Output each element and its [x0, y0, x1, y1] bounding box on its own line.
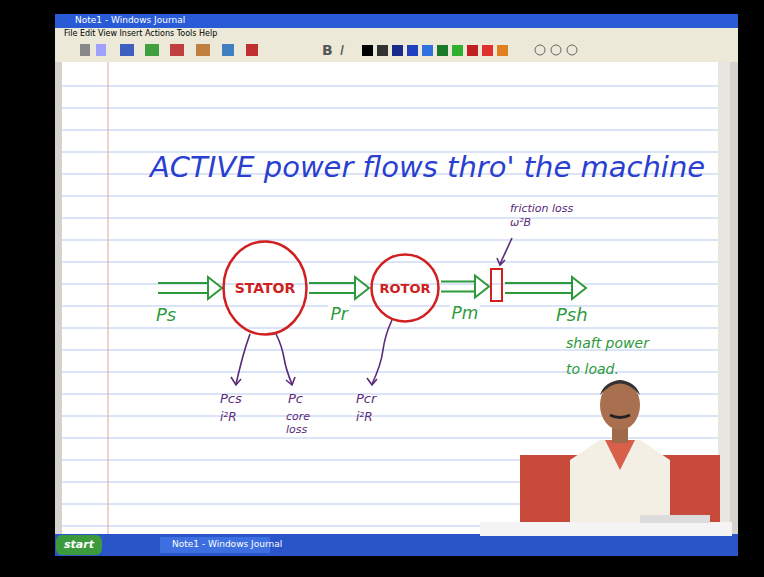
- friction-box: friction loss ω²B: [490, 268, 503, 302]
- arrow-head: [475, 276, 489, 298]
- text-label: File Edit View Insert Actions Tools Help: [64, 29, 217, 39]
- rotor-circle: ROTOR: [370, 253, 440, 323]
- text-label: Pc: [288, 391, 303, 407]
- arrow-head: [355, 277, 369, 299]
- text-label: core loss: [286, 410, 320, 436]
- text-label: Pcs: [220, 391, 242, 407]
- text-label: I: [340, 42, 344, 59]
- power-flow-arrow: [309, 277, 369, 299]
- text-label: Note1 - Windows Journal: [75, 15, 185, 26]
- text-label: start: [64, 538, 94, 551]
- text-label: Psh: [556, 304, 588, 326]
- circle-outline-shape: [224, 242, 307, 335]
- node-label: STATOR: [235, 280, 296, 296]
- text-label: Pcr: [356, 391, 376, 407]
- flow-label: Pr: [328, 304, 349, 324]
- text-label: Note1 - Windows Journal: [172, 539, 282, 550]
- diagram-title: ACTIVE power flows thro' the machine: [150, 150, 705, 184]
- node-label: friction loss ω²B: [510, 202, 588, 231]
- presenter-figure: [480, 380, 732, 536]
- power-flow-arrow: [441, 276, 489, 298]
- stator-circle: STATOR: [222, 240, 308, 336]
- text-label: shaft power to load.: [566, 330, 654, 382]
- text-label: i²R: [220, 410, 236, 424]
- arrow-shaft: [441, 282, 475, 292]
- flow-label: Pm: [450, 303, 481, 323]
- node-label: ROTOR: [380, 281, 431, 296]
- text-label: Ps: [156, 304, 176, 326]
- circle-outline-shape: [372, 255, 439, 322]
- arrow-shaft: [309, 283, 355, 293]
- text-label: B: [322, 42, 333, 59]
- text-label: i²R: [356, 410, 372, 424]
